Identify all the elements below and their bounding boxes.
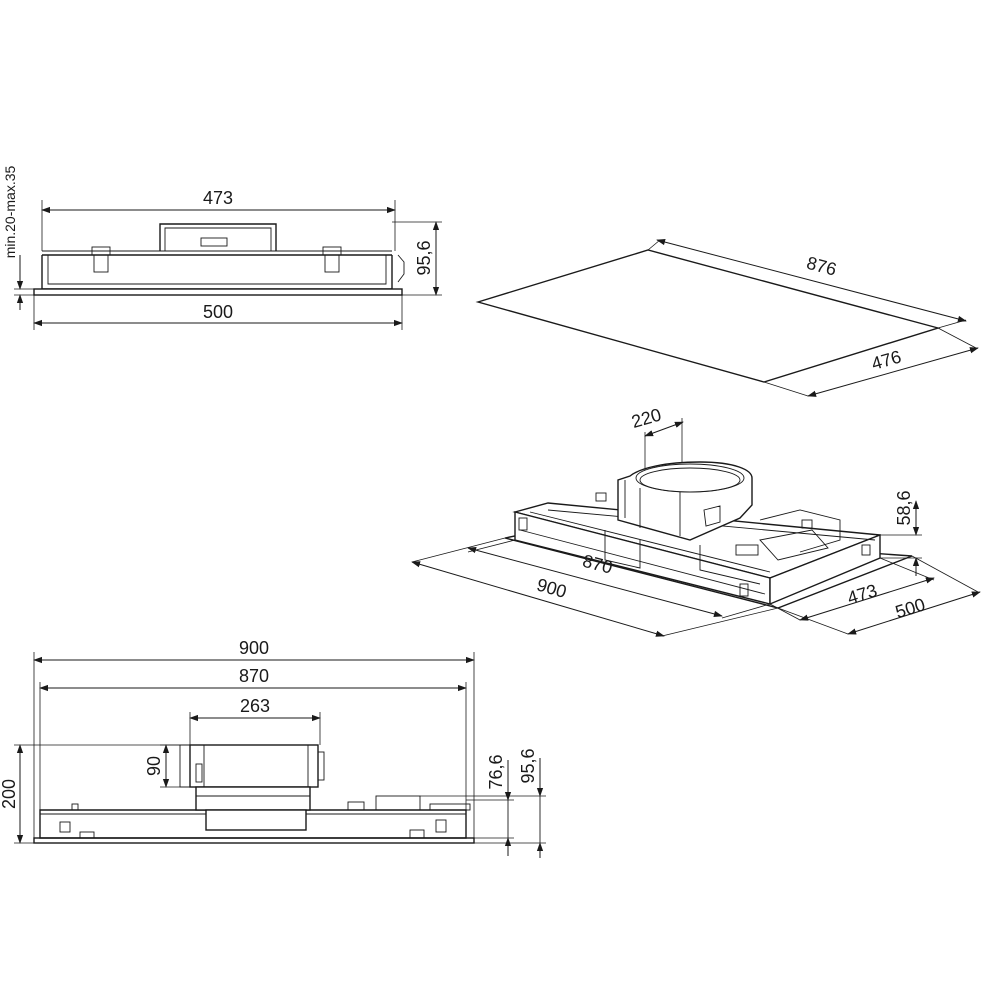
dim-label-220: 220 bbox=[629, 404, 663, 432]
dim-label-500-iso: 500 bbox=[893, 594, 928, 622]
dim-label-90: 90 bbox=[144, 756, 164, 776]
side-motor-base bbox=[195, 786, 311, 811]
front-body-inner bbox=[47, 255, 387, 285]
dim-line-220 bbox=[644, 421, 684, 437]
dim-label-900-iso: 900 bbox=[534, 574, 568, 602]
side-glass-panel bbox=[33, 837, 475, 844]
dim-line-900-iso bbox=[411, 561, 665, 637]
dim-label-876: 876 bbox=[804, 253, 838, 280]
dim-label-200: 200 bbox=[0, 779, 19, 809]
dim-label-thickness: min.20-max.35 bbox=[2, 165, 18, 258]
glass-panel-view: 876 476 bbox=[475, 239, 979, 397]
dim-label-870-side: 870 bbox=[239, 666, 269, 686]
dim-label-473: 473 bbox=[203, 188, 233, 208]
glass-panel bbox=[475, 249, 941, 383]
side-filter bbox=[205, 809, 307, 831]
dim-line-500-iso bbox=[847, 591, 981, 635]
front-view: 473 500 95,6 min.20-max.35 bbox=[2, 165, 442, 330]
dim-label-76-6: 76,6 bbox=[486, 754, 506, 789]
dim-label-473-iso: 473 bbox=[845, 580, 880, 608]
side-body bbox=[39, 809, 467, 839]
dim-line-476 bbox=[807, 347, 979, 397]
dim-label-95-6-side: 95,6 bbox=[518, 748, 538, 783]
isometric-view: 220 58,6 870 900 473 500 bbox=[411, 404, 981, 637]
dim-label-900-side: 900 bbox=[239, 638, 269, 658]
side-motor bbox=[189, 744, 319, 788]
dim-label-58-6: 58,6 bbox=[894, 490, 914, 525]
front-motor-block bbox=[159, 223, 277, 251]
dim-line-876 bbox=[656, 239, 967, 322]
dim-label-476: 476 bbox=[869, 346, 903, 374]
front-glass-panel bbox=[33, 288, 403, 296]
dim-label-500-top: 500 bbox=[203, 302, 233, 322]
dim-label-95-6-top: 95,6 bbox=[414, 240, 434, 275]
iso-motor-housing bbox=[617, 461, 753, 541]
side-view: 900 870 263 90 200 76,6 95,6 bbox=[0, 638, 546, 858]
dim-label-263: 263 bbox=[240, 696, 270, 716]
